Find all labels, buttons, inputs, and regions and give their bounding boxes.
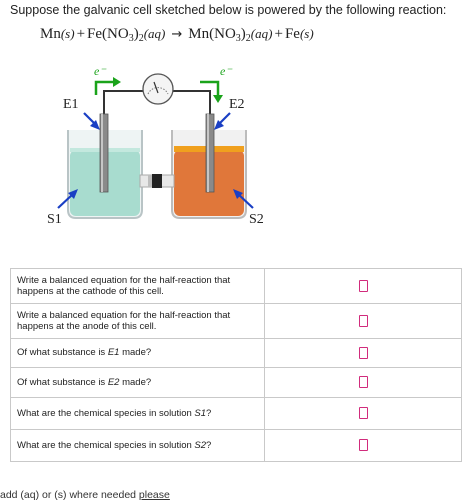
answer-cell-e2[interactable] (264, 367, 462, 398)
answer-cell-s2[interactable] (264, 429, 462, 462)
question-cathode: Write a balanced equation for the half-r… (10, 268, 265, 304)
galvanic-cell-diagram: e⁻ e⁻ E1 E2 S1 S2 (47, 64, 264, 227)
question-s2: What are the chemical species in solutio… (10, 429, 265, 462)
product-salt-metal: Mn (188, 26, 210, 42)
answer-cell-cathode[interactable] (264, 268, 462, 304)
solution-label-s2: S2 (249, 212, 264, 227)
question-s1: What are the chemical species in solutio… (10, 397, 265, 430)
table-row: Of what substance is E2 made? (10, 367, 462, 398)
question-e2: Of what substance is E2 made? (10, 367, 265, 398)
solution-label-s1: S1 (47, 212, 62, 227)
electron-arrow-right-icon (200, 80, 223, 103)
question-table: Write a balanced equation for the half-r… (10, 268, 462, 462)
pointer-s1-icon (57, 189, 78, 209)
pointer-e2-icon (214, 112, 231, 130)
reactant-salt-state: (aq) (143, 26, 166, 41)
nitrate-subscript: 3 (128, 33, 134, 44)
reaction-arrow: → (171, 27, 183, 42)
product-salt-subscript: 2 (245, 33, 251, 44)
product-nitrate-no: NO (214, 26, 236, 42)
answer-box-icon[interactable] (358, 407, 368, 420)
wire-left (103, 90, 143, 116)
product-metal-state: (s) (299, 26, 314, 41)
table-row: Write a balanced equation for the half-r… (10, 303, 462, 339)
table-row: What are the chemical species in solutio… (10, 429, 462, 462)
voltmeter-icon (142, 73, 174, 105)
reactant-salt-metal: Fe (87, 26, 103, 42)
answer-box-icon[interactable] (358, 279, 368, 292)
footnote: add (aq) or (s) where needed please (0, 489, 170, 501)
electron-label-left: e⁻ (94, 64, 107, 78)
wire-right (173, 90, 211, 116)
answer-box-icon[interactable] (358, 346, 368, 359)
product-nitrate-subscript: 3 (235, 33, 241, 44)
electrode-label-e1: E1 (63, 97, 79, 112)
answer-cell-e1[interactable] (264, 338, 462, 368)
table-row: Of what substance is E1 made? (10, 338, 462, 368)
footnote-please: please (138, 489, 170, 501)
electron-arrow-left-icon (94, 77, 121, 95)
reactant-metal: Mn (40, 26, 61, 42)
pointer-e1-icon (83, 112, 100, 130)
nitrate-no: NO (107, 26, 129, 42)
answer-box-icon[interactable] (358, 376, 368, 389)
table-row: Write a balanced equation for the half-r… (10, 268, 462, 304)
salt-bridge (139, 174, 175, 188)
pointer-s2-icon (233, 189, 254, 209)
answer-cell-anode[interactable] (264, 303, 462, 339)
salt-subscript: 2 (138, 33, 144, 44)
question-e1: Of what substance is E1 made? (10, 338, 265, 368)
product-metal: Fe (284, 26, 300, 42)
answer-cell-s1[interactable] (264, 397, 462, 430)
answer-box-icon[interactable] (358, 439, 368, 452)
reactant-metal-state: (s) (60, 26, 75, 41)
electrode-label-e2: E2 (229, 97, 245, 112)
intro-text: Suppose the galvanic cell sketched below… (10, 3, 447, 17)
table-row: What are the chemical species in solutio… (10, 397, 462, 430)
electron-label-right: e⁻ (220, 64, 233, 78)
electrode-right (205, 113, 215, 193)
question-anode: Write a balanced equation for the half-r… (10, 303, 265, 339)
plus-sign: + (76, 26, 86, 42)
answer-box-icon[interactable] (358, 314, 368, 327)
product-salt-state: (aq) (250, 26, 273, 41)
reaction-equation: Mn(s)+Fe(NO3)2(aq)→Mn(NO3)2(aq)+Fe(s) (40, 26, 314, 44)
plus-sign-2: + (274, 26, 283, 42)
electrode-left (99, 113, 109, 193)
